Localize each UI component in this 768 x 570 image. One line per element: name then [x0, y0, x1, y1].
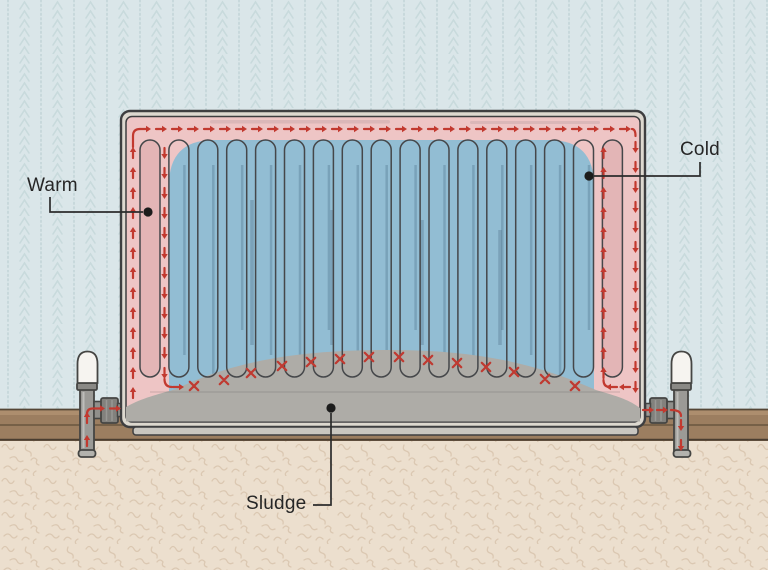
radiator [119, 109, 647, 436]
sludge-region [126, 350, 640, 422]
warm-pointer-line [49, 197, 143, 213]
cold-pointer-line [594, 162, 701, 177]
right-valve-cap-icon [670, 350, 693, 384]
radiator-bottom-lip [132, 426, 639, 436]
right-pipe-cap [672, 449, 692, 458]
left-valve-collar [76, 382, 98, 391]
left-valve-cap-icon [76, 350, 99, 384]
warm-pointer-dot [143, 207, 153, 217]
lower-wall [0, 441, 768, 570]
water-flow-arrows [83, 125, 685, 452]
sludge-pointer-line [313, 413, 332, 506]
right-valve-collar [670, 382, 692, 391]
callout-pointers [49, 162, 701, 506]
left-pipe-cap [77, 449, 97, 458]
warm-label: Warm [27, 175, 78, 196]
cold-label: Cold [680, 139, 720, 160]
left-valve-nut [100, 397, 119, 424]
left-valve [76, 350, 124, 458]
blockage-x-marks [188, 351, 581, 392]
radiator-fins [139, 139, 624, 378]
cold-pointer-dot [584, 171, 594, 181]
sludge-pointer-dot [326, 403, 336, 413]
sludge-label: Sludge [246, 493, 307, 514]
cold-shading [183, 165, 591, 380]
